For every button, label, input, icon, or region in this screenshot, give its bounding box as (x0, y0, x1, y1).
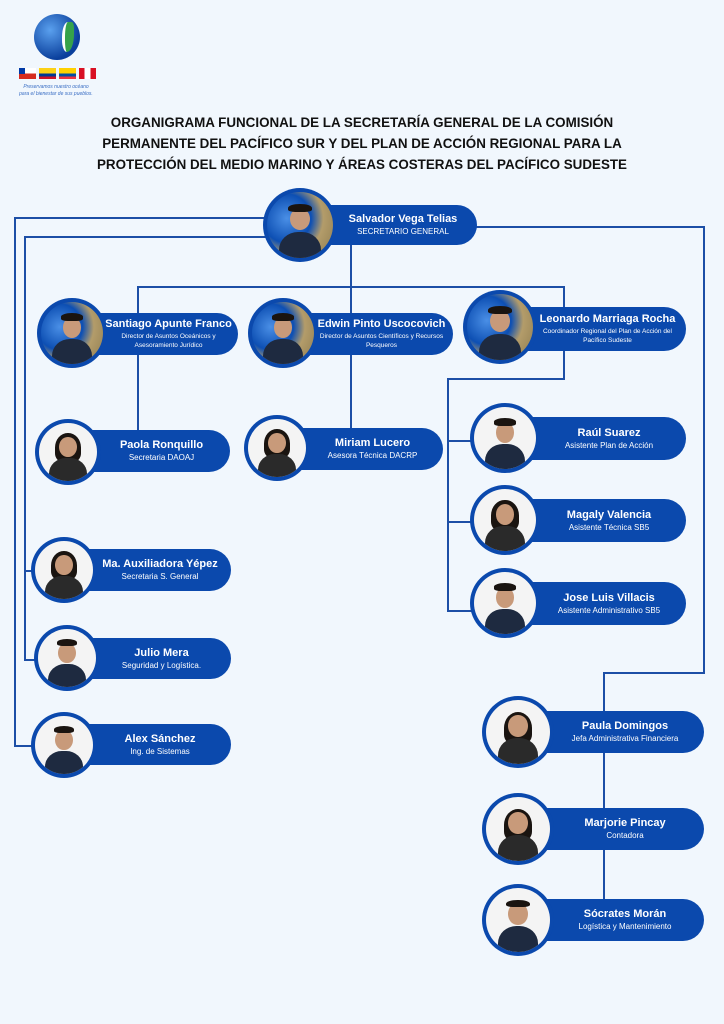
avatar (37, 298, 107, 368)
person-photo (267, 192, 333, 258)
person-name: Paola Ronquillo (119, 439, 204, 451)
person-role: SECRETARIO GENERAL (357, 227, 449, 236)
person-role: Jefa Administrativa Financiera (571, 734, 679, 743)
person-name: Paula Domingos (581, 720, 669, 732)
person-photo (252, 302, 314, 364)
person-role: Logística y Mantenimiento (578, 922, 672, 931)
person-name: Alex Sánchez (124, 732, 196, 745)
connector-line (470, 226, 704, 228)
person-photo (486, 797, 550, 861)
avatar (463, 290, 537, 364)
person-photo (467, 294, 533, 360)
connector-line (14, 217, 16, 746)
connector-line (24, 236, 272, 238)
person-role: Director de Asuntos Oceánicos y Asesoram… (121, 333, 216, 349)
person-role: Secretaria DAOAJ (128, 453, 195, 462)
connector-line (603, 672, 705, 674)
avatar (34, 625, 100, 691)
avatar (263, 188, 337, 262)
person-name: Marjorie Pincay (584, 817, 666, 829)
person-name: Julio Mera (134, 646, 189, 659)
connector-line (703, 226, 705, 673)
person-role: Asistente Administrativo SB5 (557, 605, 661, 615)
person-name: Santiago Apunte Franco (105, 318, 232, 330)
peru-flag-icon (79, 68, 96, 79)
connector-line (137, 286, 139, 316)
avatar (470, 403, 540, 473)
chile-flag-icon (19, 68, 36, 79)
person-role: Asistente Plan de Acción (564, 440, 654, 450)
connector-line (447, 440, 472, 442)
person-name: Edwin Pinto Uscocovich (317, 318, 446, 330)
avatar (244, 415, 310, 481)
avatar (470, 568, 540, 638)
title-line: PERMANENTE DEL PACÍFICO SUR Y DEL PLAN D… (102, 136, 622, 151)
title-line: ORGANIGRAMA FUNCIONAL DE LA SECRETARÍA G… (110, 115, 614, 130)
title-line: PROTECCIÓN DEL MEDIO MARINO Y ÁREAS COST… (97, 157, 627, 172)
connector-line (14, 217, 272, 219)
person-photo (38, 629, 96, 687)
person-name: Salvador Vega Telias (348, 213, 458, 225)
colombia-flag-icon (39, 68, 56, 79)
ecuador-flag-icon (59, 68, 76, 79)
person-photo (35, 541, 93, 599)
person-role: Ing. de Sistemas (130, 746, 190, 756)
motto: Preservamos nuestro océano para el biene… (12, 84, 100, 98)
connector-line (137, 354, 139, 434)
avatar (482, 884, 554, 956)
connector-line (14, 745, 44, 747)
person-name: Sócrates Morán (583, 908, 667, 920)
connector-line (350, 286, 352, 316)
motto-line: Preservamos nuestro océano (23, 84, 89, 90)
connector-line (447, 521, 472, 523)
avatar (470, 485, 540, 555)
connector-line (447, 378, 449, 611)
connector-line (350, 245, 352, 288)
person-role: Coordinador Regional del Plan de Acción … (542, 328, 672, 344)
person-role: Director de Asuntos Científicos y Recurs… (319, 333, 444, 349)
person-name: Jose Luis Villacis (563, 591, 655, 604)
person-photo (41, 302, 103, 364)
avatar (482, 793, 554, 865)
person-photo (474, 572, 536, 634)
person-name: Raúl Suarez (577, 426, 641, 439)
avatar (31, 712, 97, 778)
person-photo (474, 489, 536, 551)
avatar (35, 419, 101, 485)
person-photo (486, 700, 550, 764)
person-role: Seguridad y Logística. (121, 660, 202, 670)
person-role: Secretaria S. General (121, 572, 199, 581)
connector-line (350, 354, 352, 434)
connector-line (447, 378, 565, 380)
avatar (248, 298, 318, 368)
person-photo (474, 407, 536, 469)
person-name: Magaly Valencia (566, 508, 652, 521)
person-name: Miriam Lucero (334, 437, 411, 449)
person-photo (39, 423, 97, 481)
person-name: Ma. Auxiliadora Yépez (102, 558, 218, 570)
motto-line: para el bienestar de sus pueblos. (19, 91, 93, 97)
connector-line (563, 348, 565, 379)
person-photo (486, 888, 550, 952)
connector-line (563, 286, 565, 310)
person-photo (248, 419, 306, 477)
cpps-logo (34, 14, 80, 60)
person-role: Asesora Técnica DACRP (327, 451, 418, 460)
connector-line (603, 672, 605, 932)
person-photo (35, 716, 93, 774)
person-name: Leonardo Marriaga Rocha (539, 313, 676, 325)
person-role: Asistente Técnica SB5 (568, 522, 650, 532)
member-flags (19, 68, 96, 79)
avatar (31, 537, 97, 603)
connector-line (24, 236, 26, 660)
avatar (482, 696, 554, 768)
page-title: ORGANIGRAMA FUNCIONAL DE LA SECRETARÍA G… (60, 112, 664, 175)
connector-line (447, 610, 472, 612)
person-role: Contadora (606, 831, 644, 840)
